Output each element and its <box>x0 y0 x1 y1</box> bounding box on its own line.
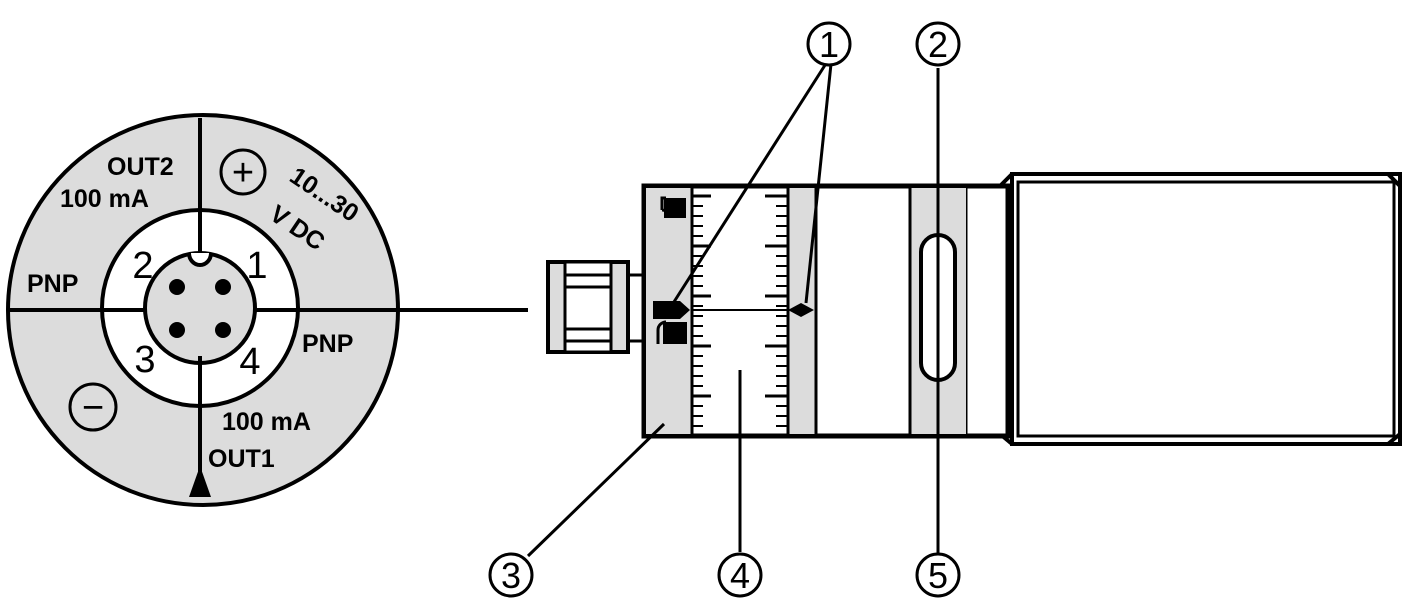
leader-1b <box>804 63 833 304</box>
threaded-housing <box>998 172 1402 446</box>
callouts: 1 2 3 4 5 <box>488 21 961 598</box>
leader-1a <box>670 61 829 306</box>
callout-4: 4 <box>717 552 763 598</box>
set-pointer-right-icon <box>788 303 814 317</box>
callout-3: 3 <box>488 552 534 598</box>
pin-dot-4 <box>215 322 231 338</box>
scale-ticks <box>693 194 787 427</box>
pnp-left-label: PNP <box>27 270 78 298</box>
connector-pinout: 2 1 3 4 OUT2 100 mA PNP PNP 100 mA OUT1 … <box>6 113 528 507</box>
sensor-body <box>546 172 1402 446</box>
callout-2: 2 <box>915 21 961 67</box>
locked-padlock-icon <box>656 320 687 344</box>
pin-dot-2 <box>169 279 185 295</box>
out2-current-label: 100 mA <box>60 185 149 213</box>
callout-5: 5 <box>915 552 961 598</box>
minus-icon <box>68 382 118 432</box>
pin-number-4: 4 <box>239 341 260 383</box>
svg-text:3: 3 <box>501 555 521 596</box>
pin-dot-1 <box>215 279 231 295</box>
set-pointer-left-icon <box>653 301 690 319</box>
plug-nut <box>546 260 644 354</box>
pin-number-3: 3 <box>134 339 155 381</box>
callout-1: 1 <box>806 21 852 67</box>
svg-text:2: 2 <box>928 24 948 65</box>
plus-symbol: + <box>232 152 254 194</box>
plus-icon <box>219 148 267 196</box>
svg-text:5: 5 <box>928 555 948 596</box>
svg-text:4: 4 <box>730 555 750 596</box>
out1-label: OUT1 <box>208 445 275 473</box>
svg-text:1: 1 <box>819 24 839 65</box>
pin-dot-3 <box>169 322 185 338</box>
unlocked-padlock-icon <box>660 196 686 218</box>
orientation-marker-icon <box>189 466 211 497</box>
leader-3 <box>526 422 666 558</box>
out1-current-label: 100 mA <box>222 408 311 436</box>
pin-number-1: 1 <box>246 245 267 287</box>
pnp-right-label: PNP <box>302 330 353 358</box>
out2-label: OUT2 <box>107 153 174 181</box>
pin-number-2: 2 <box>132 245 153 287</box>
coding-key-notch <box>187 252 213 267</box>
minus-symbol: − <box>82 387 104 429</box>
